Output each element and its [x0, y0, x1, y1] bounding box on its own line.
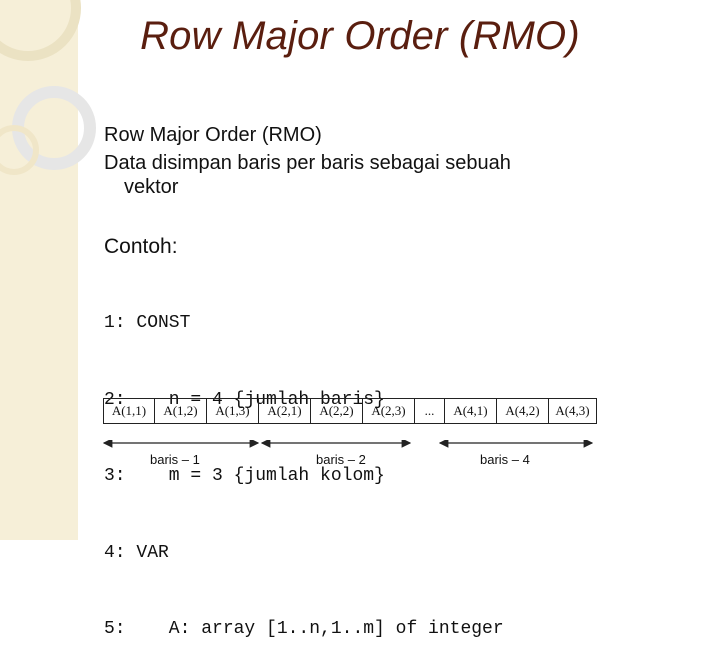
memory-cell: A(1,2) — [155, 398, 207, 424]
memory-cell: A(2,3) — [363, 398, 415, 424]
row-span-arrows — [102, 440, 594, 448]
slide-title: Row Major Order (RMO) — [140, 14, 580, 58]
example-label: Contoh: — [104, 235, 178, 258]
memory-cell: A(1,1) — [103, 398, 155, 424]
row-2-label: baris – 2 — [316, 452, 366, 467]
code-line: 1: CONST — [104, 313, 191, 333]
row-4-label: baris – 4 — [480, 452, 530, 467]
memory-cell: A(4,1) — [445, 398, 497, 424]
code-line: 3: m = 3 {jumlah kolom} — [104, 466, 385, 486]
memory-cell: A(4,2) — [497, 398, 549, 424]
row-1-label: baris – 1 — [150, 452, 200, 467]
code-line: 2: n = 4 {jumlah baris} — [104, 389, 385, 410]
memory-cell: A(1,3) — [207, 398, 259, 424]
decorative-circles — [0, 0, 96, 175]
description-line-1: Data disimpan baris per baris sebagai se… — [104, 152, 511, 174]
description-line-2: vektor — [124, 176, 179, 198]
memory-cells: A(1,1) A(1,2) A(1,3) A(2,1) A(2,2) A(2,3… — [103, 398, 597, 426]
code-line: 5: A: array [1..n,1..m] of integer — [104, 619, 504, 639]
memory-cell-ellipsis: ... — [415, 398, 445, 424]
memory-cell: A(2,2) — [311, 398, 363, 424]
code-line: 4: VAR — [104, 542, 169, 563]
memory-cell: A(4,3) — [549, 398, 597, 424]
memory-cell: A(2,1) — [259, 398, 311, 424]
heading-text: Row Major Order (RMO) — [104, 124, 322, 146]
